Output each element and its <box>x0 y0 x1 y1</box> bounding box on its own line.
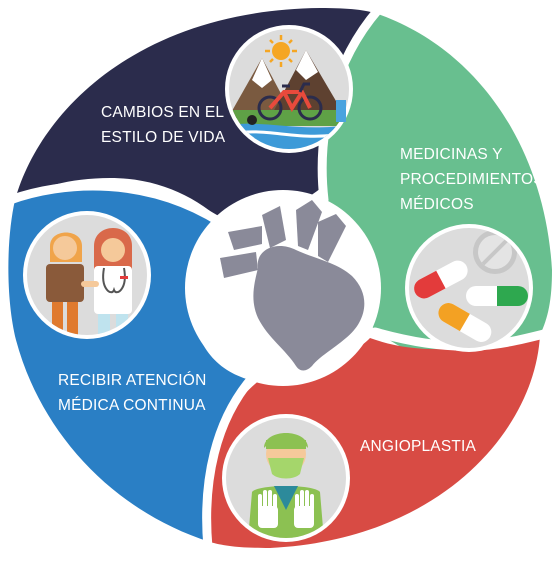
surgeon-icon <box>222 414 350 542</box>
label-line: RECIBIR ATENCIÓN <box>58 372 207 389</box>
label-line: MEDICINAS Y <box>400 146 503 163</box>
sun-icon <box>265 35 297 67</box>
mountain-bike-icon <box>225 25 353 153</box>
label-cambios-estilo-de-vida: CAMBIOS EN EL ESTILO DE VIDA <box>101 100 225 150</box>
heart-icon <box>220 200 365 371</box>
label-line: ANGIOPLASTIA <box>360 438 477 455</box>
label-line: ESTILO DE VIDA <box>101 129 226 146</box>
water-bottle-icon <box>336 100 346 122</box>
label-angioplastia: ANGIOPLASTIA <box>360 434 476 459</box>
label-medicinas-procedimientos: MEDICINAS Y PROCEDIMIENTOS MÉDICOS <box>400 142 544 217</box>
label-line: MÉDICA CONTINUA <box>58 397 206 414</box>
label-line: CAMBIOS EN EL <box>101 104 225 121</box>
ball-icon <box>247 115 257 125</box>
bicycle-icon <box>257 82 323 121</box>
label-line: PROCEDIMIENTOS <box>400 171 544 188</box>
pills-icon <box>405 224 533 352</box>
glove-right-icon <box>294 490 314 528</box>
glove-left-icon <box>258 490 278 528</box>
label-recibir-atencion: RECIBIR ATENCIÓN MÉDICA CONTINUA <box>58 368 206 418</box>
label-line: MÉDICOS <box>400 196 474 213</box>
doctor-patient-icon <box>23 211 151 339</box>
